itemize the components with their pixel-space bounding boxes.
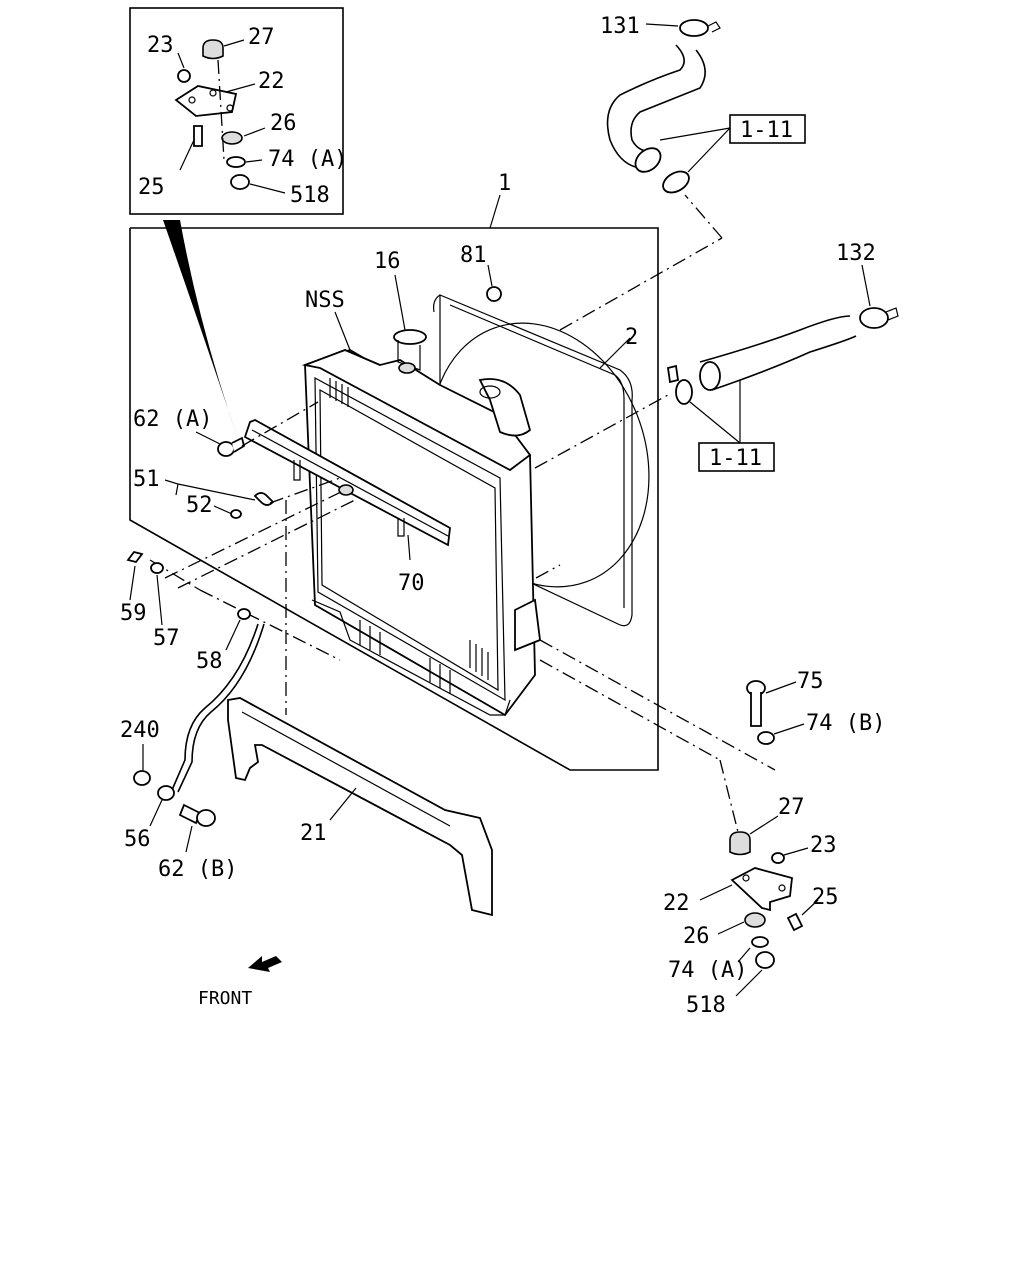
label-62b: 62 (B) — [158, 857, 237, 882]
lower-hose-132: 132 — [666, 241, 899, 405]
bottom-mount-detail: 27 23 22 25 26 74 (A) 518 — [663, 795, 839, 1018]
label-nss: NSS — [305, 288, 345, 313]
bolt-75-washer-74b: 75 74 (B) — [746, 669, 885, 745]
assembly-dash-lines — [149, 194, 776, 841]
label-1: 1 — [498, 171, 511, 196]
ref-box-mid: 1-11 — [689, 380, 775, 472]
bottom-label-22: 22 — [663, 891, 690, 916]
label-132: 132 — [836, 241, 876, 266]
front-label: FRONT — [198, 988, 252, 1009]
inset-mount-detail: 23 27 22 26 74 (A) 25 518 — [129, 7, 347, 215]
inset-label-23: 23 — [147, 33, 174, 58]
inset-label-74a: 74 (A) — [268, 147, 347, 172]
inset-label-27: 27 — [248, 25, 275, 50]
front-arrow-icon — [248, 956, 282, 972]
assembly-frame: 1 — [129, 171, 659, 771]
bottom-label-23: 23 — [810, 833, 837, 858]
label-52: 52 — [186, 493, 213, 518]
hardware-240-56-62b: 240 56 62 (B) — [120, 718, 237, 882]
label-58: 58 — [196, 649, 223, 674]
bottom-label-26: 26 — [683, 924, 710, 949]
bolt-62a: 62 (A) — [133, 407, 246, 457]
inset-label-25: 25 — [138, 175, 165, 200]
ref-label-top: 1-11 — [740, 118, 793, 143]
label-131: 131 — [600, 14, 640, 39]
label-81: 81 — [460, 243, 487, 268]
bottom-label-518: 518 — [686, 993, 726, 1018]
nut-81 — [486, 286, 502, 302]
upper-hose-131: 131 — [600, 14, 721, 194]
label-21: 21 — [300, 821, 327, 846]
inset-label-26: 26 — [270, 111, 297, 136]
label-2: 2 — [625, 325, 638, 350]
radiator — [301, 329, 541, 717]
fan-shroud: 2 — [430, 294, 650, 627]
label-74b: 74 (B) — [806, 711, 885, 736]
label-62a: 62 (A) — [133, 407, 212, 432]
ref-box-top: 1-11 — [659, 114, 806, 173]
label-75: 75 — [797, 669, 824, 694]
drain-cock-59-57: 59 57 — [120, 550, 180, 651]
label-70: 70 — [398, 571, 425, 596]
front-indicator: FRONT — [198, 956, 282, 1009]
inset-label-22: 22 — [258, 69, 285, 94]
inset-label-518: 518 — [290, 183, 330, 208]
ref-label-mid: 1-11 — [709, 446, 762, 471]
clip-51-52: 51 52 — [133, 467, 275, 519]
drain-hose: 58 — [171, 608, 265, 793]
bottom-label-74a: 74 (A) — [668, 958, 747, 983]
label-240: 240 — [120, 718, 160, 743]
lower-support-21: 21 — [227, 697, 493, 917]
bottom-label-27: 27 — [778, 795, 805, 820]
label-56: 56 — [124, 827, 151, 852]
label-16: 16 — [374, 249, 401, 274]
label-51: 51 — [133, 467, 160, 492]
support-bar-70: 70 — [243, 419, 451, 596]
label-59: 59 — [120, 601, 147, 626]
label-57: 57 — [153, 626, 180, 651]
bottom-label-25: 25 — [812, 885, 839, 910]
